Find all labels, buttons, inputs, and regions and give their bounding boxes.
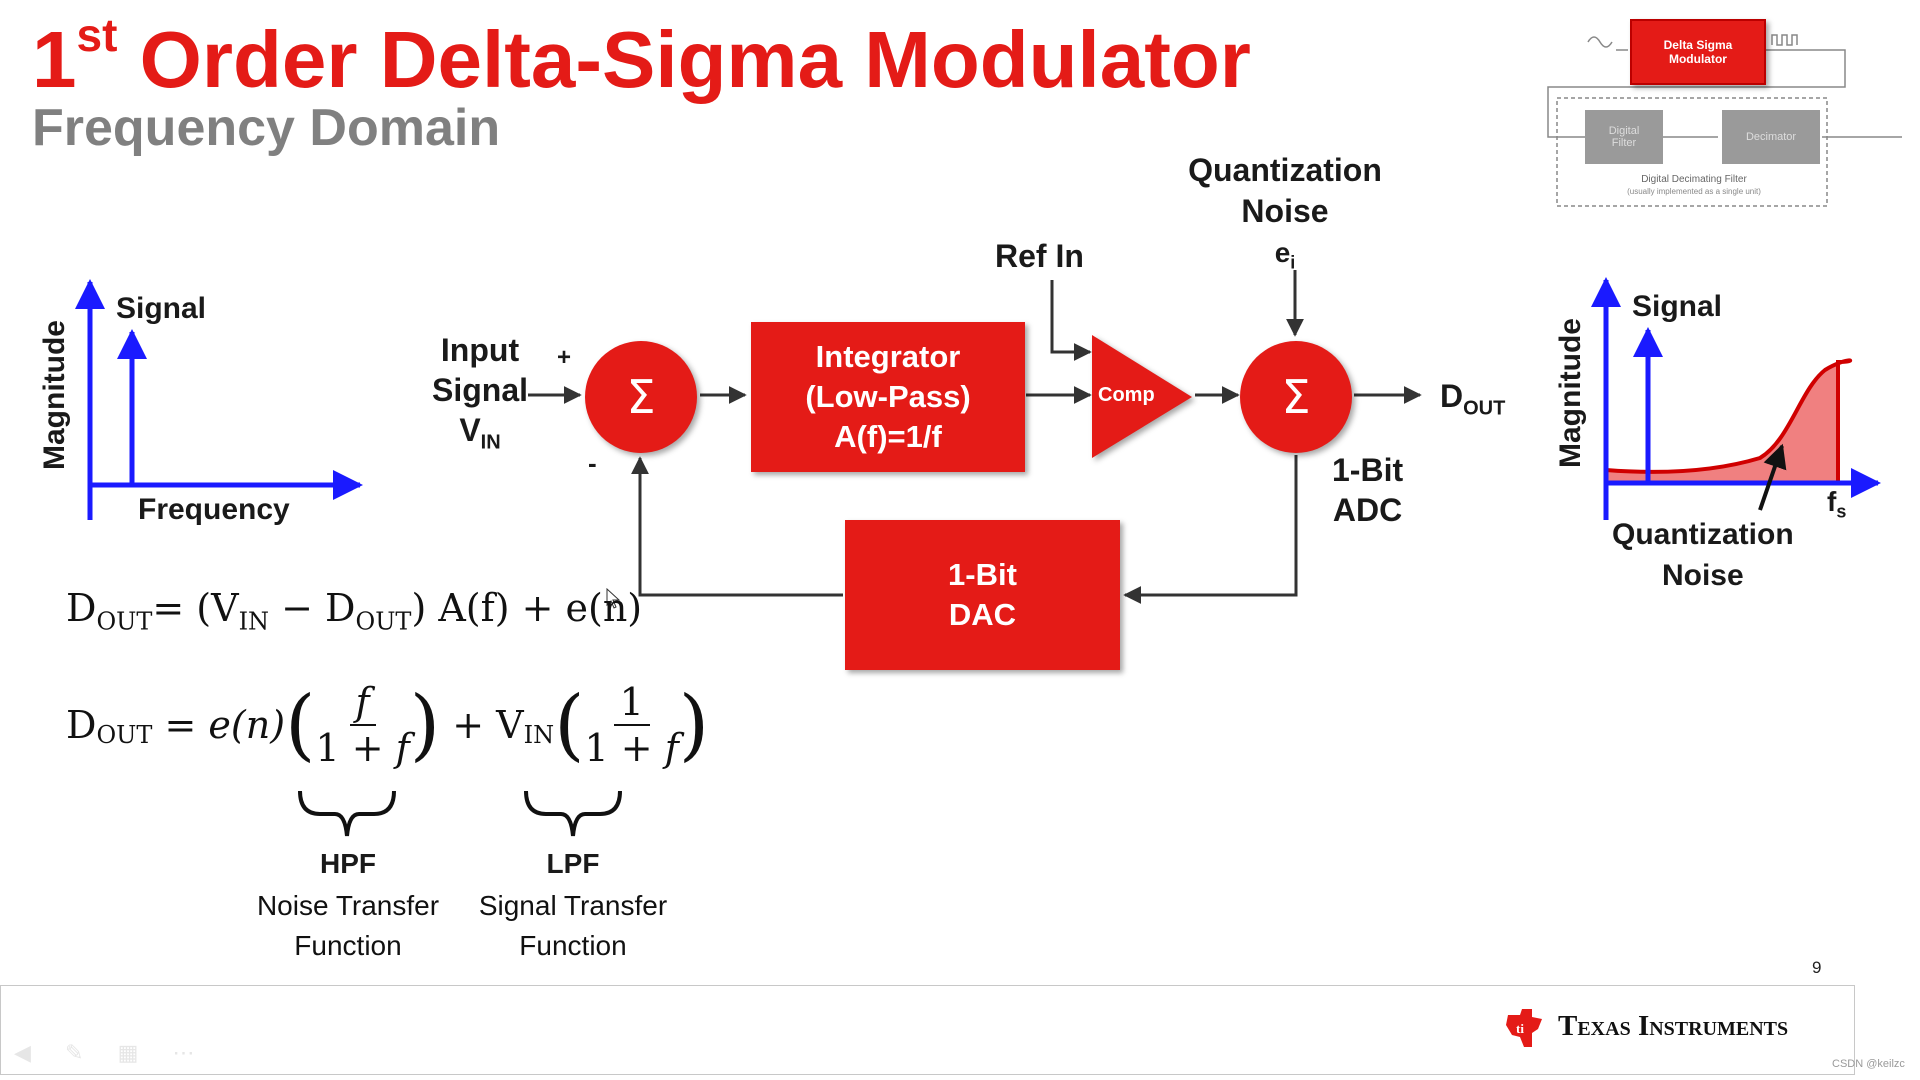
sigma-symbol-2: Σ [1281, 370, 1311, 424]
lpf-annotation: LPF Signal Transfer Function [478, 848, 668, 961]
inset-decimator-block: Decimator [1722, 110, 1820, 164]
ti-logo-icon: ti [1506, 1009, 1542, 1047]
minus-sign: - [588, 448, 597, 478]
paren-close-2: ) [678, 680, 710, 770]
inset-caption-2: (usually implemented as a single unit) [1627, 187, 1761, 196]
inset-caption-1: Digital Decimating Filter [1641, 174, 1747, 185]
svg-text:ti: ti [1516, 1021, 1524, 1036]
paren-close-1: ) [409, 680, 441, 770]
mouse-cursor-icon [606, 588, 621, 609]
quantization-noise-label: Quantization Noise ei [1188, 152, 1382, 273]
integrator-block: Integrator (Low-Pass) A(f)=1/f [751, 322, 1025, 472]
input-signal-label: Input Signal VIN [431, 332, 528, 454]
comparator-triangle [1092, 335, 1192, 458]
hpf-brace [298, 790, 396, 837]
fraction-hpf: f 1 + f [315, 680, 410, 770]
system-inset-diagram: Delta Sigma Modulator Digital Filter Dec… [1540, 12, 1910, 212]
dout-label: DOUT [1440, 378, 1506, 420]
paren-open-1: ( [285, 680, 316, 770]
quantization-noise-curve [1604, 358, 1853, 485]
inset-pulse-icon [1771, 34, 1798, 46]
right-y-label: Magnitude [1554, 318, 1587, 468]
right-signal-label: Signal [1632, 290, 1723, 323]
dac-block: 1-Bit DAC [845, 520, 1120, 670]
inset-connectors [1547, 34, 1902, 207]
lpf-brace [524, 790, 622, 837]
paren-open-2: ( [554, 680, 585, 770]
plus-sign: + [557, 344, 572, 371]
ref-in-arrow [1050, 280, 1092, 361]
adc-label: 1-Bit ADC [1332, 452, 1404, 528]
noise-pointer-arrow [1758, 443, 1787, 511]
right-plot-axes [1591, 277, 1881, 520]
summing-junction-1: Σ [585, 341, 697, 453]
right-noise-label: Quantization Noise [1612, 518, 1794, 592]
underbraces [298, 790, 622, 837]
watermark: CSDN @keilzc [1832, 1058, 1905, 1070]
fs-label: fs [1827, 486, 1847, 522]
equation-1: DOUT= (VIN − DOUT) A(f) + e(n) [66, 586, 643, 636]
ref-in-label: Ref In [995, 238, 1084, 274]
inset-delta-sigma-block: Delta Sigma Modulator [1630, 19, 1766, 85]
footer-bar [0, 985, 1855, 1075]
feedback-to-dac-arrow [1123, 455, 1298, 604]
fraction-lpf: 1 1 + f [584, 680, 679, 770]
slide-toolbar-ghost[interactable]: ◀ ✎ ▦ ⋯ [14, 1040, 209, 1065]
left-x-label: Frequency [138, 493, 290, 526]
comp-label: Comp [1098, 384, 1155, 406]
slide-title: 1st Order Delta-Sigma Modulator [32, 9, 1251, 104]
page-number: 9 [1812, 958, 1822, 977]
summing-junction-2: Σ [1240, 341, 1352, 453]
left-signal-label: Signal [116, 292, 207, 325]
inset-digital-filter-block: Digital Filter [1585, 110, 1663, 164]
left-plot-axes [75, 279, 363, 520]
brand-name: Texas Instruments [1558, 1010, 1789, 1042]
slide-subtitle: Frequency Domain [32, 99, 501, 157]
hpf-annotation: HPF Noise Transfer Function [256, 848, 440, 961]
dac-to-sum-arrow [631, 456, 843, 597]
inset-sine-icon [1587, 36, 1613, 48]
sigma-symbol: Σ [626, 370, 656, 424]
